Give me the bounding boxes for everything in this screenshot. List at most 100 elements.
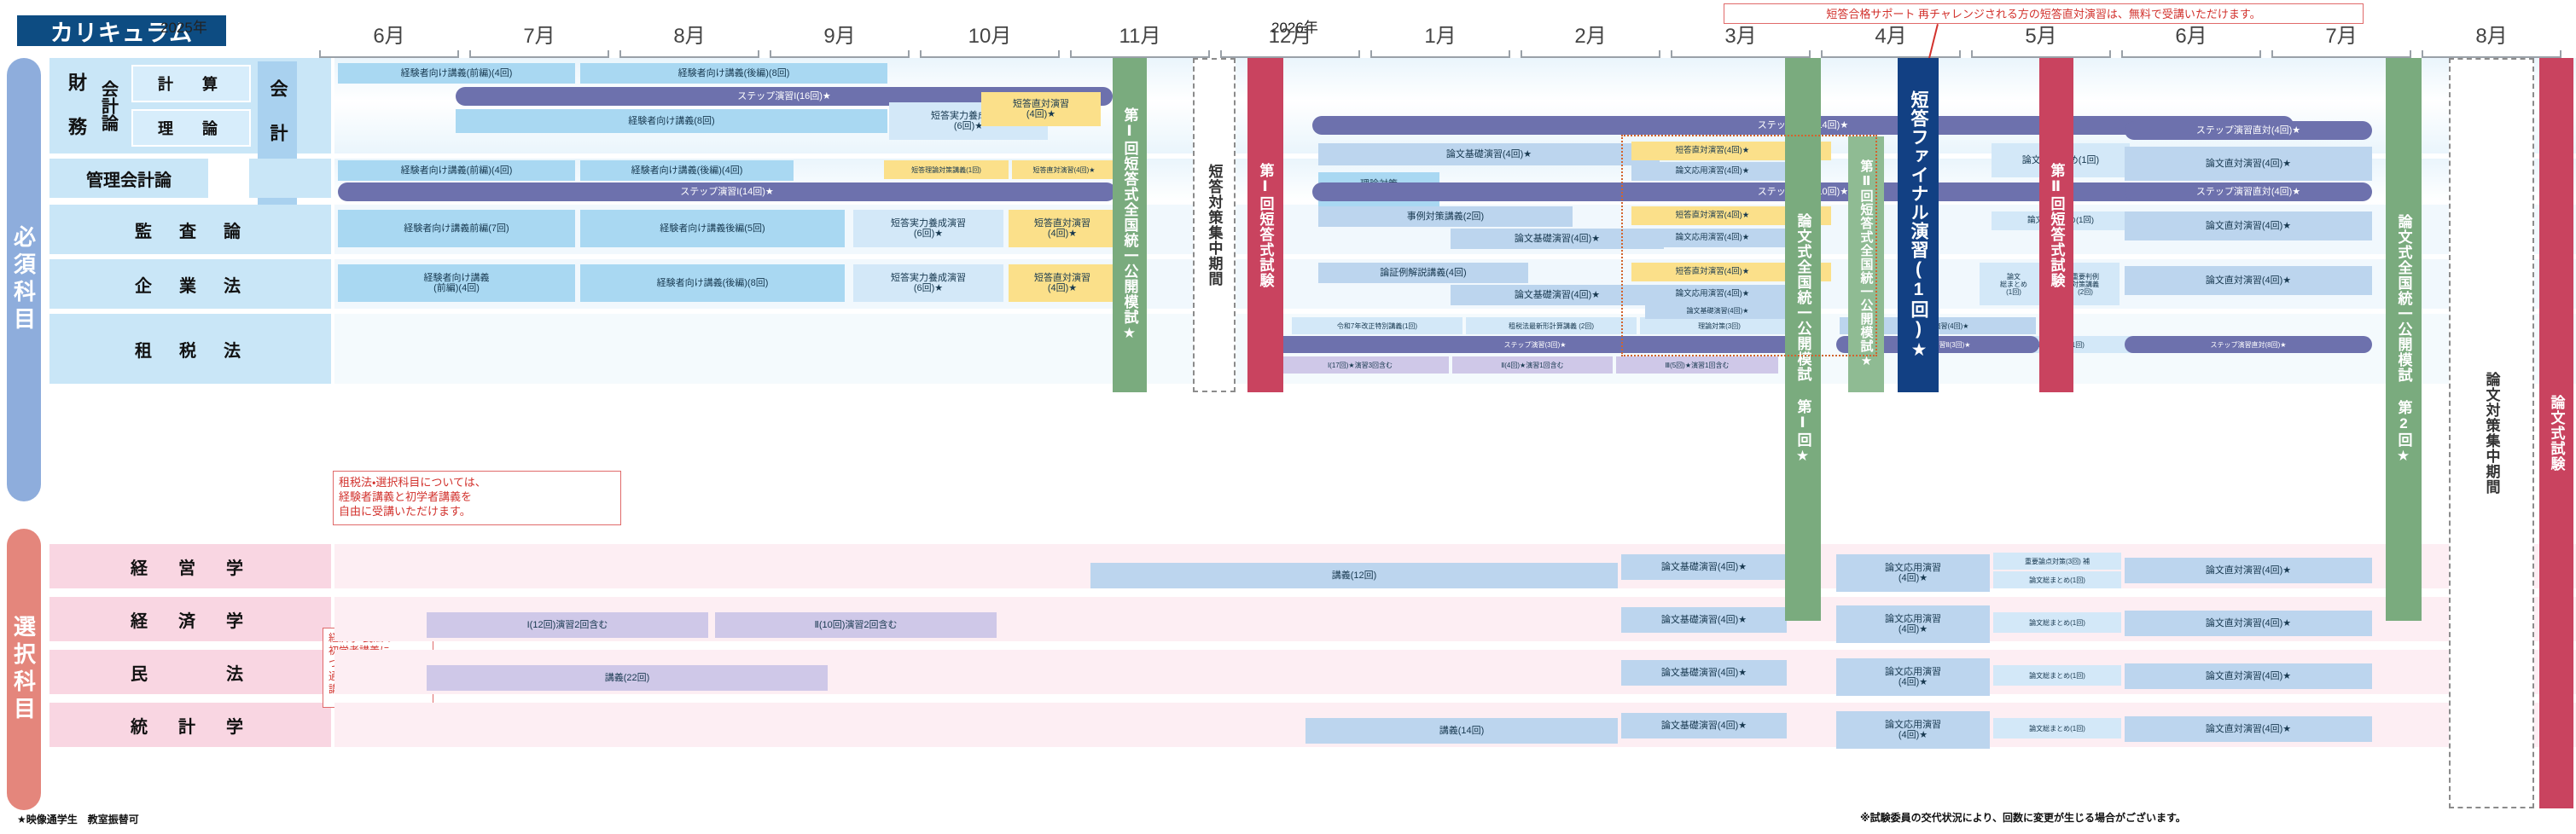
bar-kanri-0[interactable]: 経験者向け講義(前編)(4回) bbox=[338, 160, 575, 181]
bar-keiei-5[interactable]: 論文直対演習(4回)★ bbox=[2125, 558, 2372, 583]
bar-zaimu-riron-0[interactable]: 経験者向け講義(8回) bbox=[456, 109, 887, 133]
bar-zaimu-keisan-9[interactable]: ステップ演習直対(4回)★ bbox=[2125, 121, 2372, 140]
bar-keizai-0[interactable]: I(12回)演習2回含む bbox=[427, 612, 708, 638]
month-rule bbox=[920, 50, 1060, 58]
bar-kanri-6[interactable]: 事例対策講義(2回) bbox=[1318, 206, 1573, 227]
bar-kanri-3[interactable]: 短答直対演習(4回)★ bbox=[1012, 160, 1116, 179]
exam-col-tanto-final: 短答ファイナル演習(1回)★ bbox=[1898, 58, 1939, 392]
month-header: 6月 7月 8月 9月 10月 11月 12月 1月 2月 3月 4月 5月 6… bbox=[314, 26, 2567, 60]
bar-tokei-4[interactable]: 論文直対演習(4回)★ bbox=[2125, 716, 2372, 742]
bar-kanri-7[interactable]: 論文基礎演習(4回)★ bbox=[1451, 229, 1664, 249]
bar-tokei-3[interactable]: 論文総まとめ(1回) bbox=[1993, 718, 2121, 738]
bar-minpo-0[interactable]: 講義(22回) bbox=[427, 665, 828, 691]
bar-kigyo-10[interactable]: 論文直対演習(4回)★ bbox=[2125, 266, 2372, 295]
bar-keizai-5[interactable]: 論文直対演習(4回)★ bbox=[2125, 611, 2372, 636]
bar-zaimu-keisan-4[interactable]: 論文基礎演習(4回)★ bbox=[1318, 143, 1660, 165]
month-cell: 12月 bbox=[1215, 26, 1365, 60]
month-label: 2月 bbox=[1574, 25, 1607, 48]
bar-tokei-1[interactable]: 論文基礎演習(4回)★ bbox=[1621, 713, 1787, 738]
month-rule bbox=[1821, 50, 1961, 58]
bar-minpo-1[interactable]: 論文基礎演習(4回)★ bbox=[1621, 660, 1787, 686]
month-label: 8月 bbox=[673, 25, 706, 48]
month-cell: 7月 bbox=[464, 26, 614, 60]
bar-sozei-3[interactable]: 論文基礎演習(4回)★ bbox=[1645, 302, 1790, 319]
subject-zaimu-riron: 理 論 bbox=[131, 109, 251, 147]
bar-sozei-7[interactable]: I(17回)★演習3回含む bbox=[1271, 356, 1449, 374]
bar-minpo-4[interactable]: 論文直対演習(4回)★ bbox=[2125, 663, 2372, 689]
bar-kigyo-7[interactable]: 論文応用演習(4回)★ bbox=[1631, 285, 1794, 304]
bar-zaimu-keisan-1[interactable]: 経験者向け講義(後編)(8回) bbox=[580, 63, 887, 84]
month-cell: 5月 bbox=[1966, 26, 2116, 60]
bar-kigyo-0[interactable]: 経験者向け講義 (前編)(4回) bbox=[338, 264, 575, 302]
bar-sozei-4[interactable]: ステップ演習(3回)★ bbox=[1271, 336, 1799, 353]
month-label: 8月 bbox=[2475, 25, 2508, 48]
bar-kanri-12[interactable]: 論文直対演習(4回)★ bbox=[2125, 211, 2372, 240]
bar-kanri-9[interactable]: 論文応用演習(4回)★ bbox=[1631, 229, 1794, 247]
bar-keiei-1[interactable]: 論文基礎演習(4回)★ bbox=[1621, 554, 1787, 580]
promo-banner: 短答合格サポート 再チャレンジされる方の短答直対演習は、無料で受講いただけます。 bbox=[1724, 3, 2364, 24]
bar-keiei-4[interactable]: 論文総まとめ(1回) bbox=[1993, 571, 2121, 588]
month-rule bbox=[770, 50, 910, 58]
bar-kanri-1[interactable]: 経験者向け講義(後編)(4回) bbox=[580, 160, 794, 181]
month-rule bbox=[1370, 50, 1510, 58]
month-label: 6月 bbox=[2175, 25, 2207, 48]
bar-sozei-8[interactable]: Ⅱ(4回)★演習1回含む bbox=[1452, 356, 1613, 374]
month-cell: 4月 bbox=[1816, 26, 1966, 60]
bar-keiei-3[interactable]: 重要論点対策(3回) 補 bbox=[1993, 553, 2121, 570]
bar-keizai-3[interactable]: 論文応用演習 (4回)★ bbox=[1836, 605, 1990, 643]
month-cell: 1月 bbox=[1365, 26, 1515, 60]
bar-keizai-1[interactable]: Ⅱ(10回)演習2回含む bbox=[715, 612, 997, 638]
bar-kanri-8[interactable]: 短答直対演習(4回)★ bbox=[1631, 206, 1794, 225]
bar-minpo-2[interactable]: 論文応用演習 (4回)★ bbox=[1836, 658, 1990, 696]
bar-sozei-9[interactable]: Ⅲ(5回)★演習1回含む bbox=[1616, 356, 1778, 374]
bar-kigyo-8[interactable]: 論文 総まとめ (1回) bbox=[1980, 263, 2048, 305]
month-rule bbox=[1521, 50, 1660, 58]
bar-kansa-3[interactable]: 短答直対演習 (4回)★ bbox=[1009, 210, 1116, 247]
month-rule bbox=[619, 50, 759, 58]
exam-col-mock2: 第Ⅱ回短答式全国統一公開模試★ bbox=[1848, 136, 1884, 392]
month-label: 6月 bbox=[373, 25, 405, 48]
bar-kigyo-2[interactable]: 短答実力養成演習 (6回)★ bbox=[853, 264, 1003, 302]
bar-kigyo-6[interactable]: 短答直対演習(4回)★ bbox=[1631, 263, 1794, 281]
bar-kigyo-3[interactable]: 短答直対演習 (4回)★ bbox=[1009, 264, 1116, 302]
bar-kigyo-1[interactable]: 経験者向け講義(後編)(8回) bbox=[580, 264, 845, 302]
month-cell: 10月 bbox=[915, 26, 1065, 60]
month-rule bbox=[319, 50, 459, 58]
month-rule bbox=[1220, 50, 1360, 58]
bar-zaimu-keisan-6[interactable]: 論文応用演習(4回)★ bbox=[1631, 162, 1794, 181]
bar-kansa-2[interactable]: 短答実力養成演習 (6回)★ bbox=[853, 210, 1003, 247]
month-rule bbox=[2271, 50, 2411, 58]
bar-zaimu-keisan-10[interactable]: 論文直対演習(4回)★ bbox=[2125, 147, 2372, 181]
tanto-chokutai-highlight-box bbox=[1621, 135, 1877, 356]
subject-zaimu-label: 財 務 bbox=[58, 63, 94, 148]
bar-kansa-0[interactable]: 経験者向け講義前編(7回) bbox=[338, 210, 575, 247]
month-rule bbox=[1070, 50, 1210, 58]
bar-kigyo-4[interactable]: 論証例解説講義(4回) bbox=[1318, 263, 1528, 283]
bar-keizai-2[interactable]: 論文基礎演習(4回)★ bbox=[1621, 607, 1787, 633]
bar-sozei-1[interactable]: 租税法最新形計算講義 (2回) bbox=[1466, 317, 1637, 334]
bar-kigyo-5[interactable]: 論文基礎演習(4回)★ bbox=[1451, 285, 1664, 305]
bar-sozei-2[interactable]: 理論対策(3回) bbox=[1640, 317, 1799, 334]
bar-tokei-0[interactable]: 講義(14回) bbox=[1305, 718, 1618, 744]
bar-kanri-4[interactable]: ステップ演習I(14回)★ bbox=[338, 182, 1116, 201]
bar-kanri-2[interactable]: 短答理論対策講義(1回) bbox=[884, 160, 1009, 179]
exam-col-ronbun-shuchu: 論文対策集中期間 bbox=[2449, 58, 2534, 808]
bar-kansa-1[interactable]: 経験者向け講義後編(5回) bbox=[580, 210, 845, 247]
exam-col-ronbun-mock1: 論文式全国統一公開模試 第Ⅰ回★ bbox=[1785, 58, 1821, 621]
bar-zaimu-keisan-5[interactable]: 短答直対演習(4回)★ bbox=[1631, 142, 1794, 160]
page-title: カリキュラム bbox=[17, 15, 226, 46]
bar-zaimu-keisan-0[interactable]: 経験者向け講義(前編)(4回) bbox=[338, 63, 575, 84]
subject-zaimu-kaikeiron: 財 務 会計論 計 算 理 論 会 計 学 bbox=[49, 58, 331, 206]
bar-zaimu-riron-2[interactable]: 短答直対演習 (4回)★ bbox=[981, 92, 1101, 126]
bar-keiei-2[interactable]: 論文応用演習 (4回)★ bbox=[1836, 554, 1990, 592]
bar-keizai-4[interactable]: 論文総まとめ(1回) bbox=[1993, 612, 2121, 633]
bar-zaimu-keisan-2[interactable]: ステップ演習I(16回)★ bbox=[456, 87, 1113, 106]
bar-minpo-3[interactable]: 論文総まとめ(1回) bbox=[1993, 665, 2121, 686]
bar-sozei-0[interactable]: 令和7年改正特別講義(1回) bbox=[1292, 317, 1462, 334]
month-cell: 8月 bbox=[614, 26, 765, 60]
subject-kigyoho: 企 業 法 bbox=[49, 259, 331, 309]
bar-kanri-11[interactable]: ステップ演習直対(4回)★ bbox=[2125, 182, 2372, 201]
bar-sozei-11[interactable]: ステップ演習直対(8回)★ bbox=[2125, 336, 2372, 353]
bar-keiei-0[interactable]: 講義(12回) bbox=[1090, 563, 1618, 588]
bar-tokei-2[interactable]: 論文応用演習 (4回)★ bbox=[1836, 711, 1990, 749]
